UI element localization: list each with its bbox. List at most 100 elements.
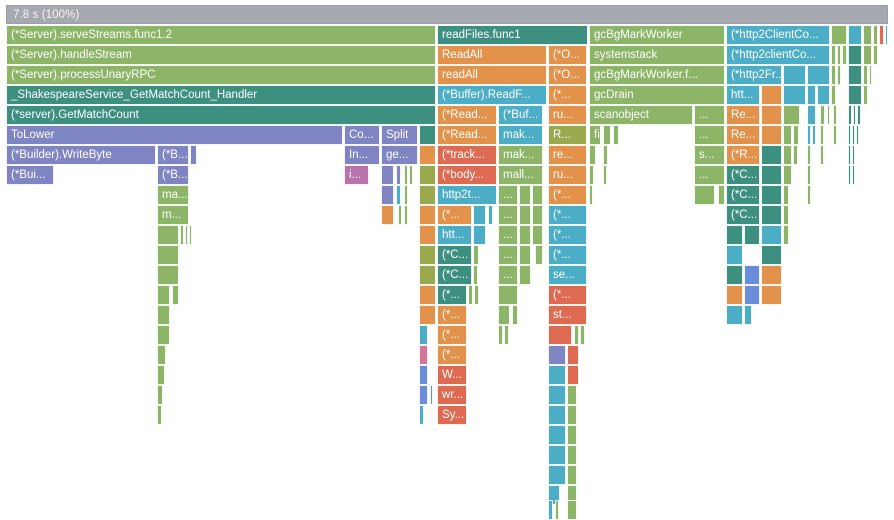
- flame-frame[interactable]: m...: [157, 205, 189, 225]
- flame-frame[interactable]: ...: [498, 205, 518, 225]
- flame-frame-unlabeled[interactable]: [419, 325, 428, 345]
- flame-frame[interactable]: ToLower: [6, 125, 343, 145]
- flame-frame-unlabeled[interactable]: [603, 165, 607, 185]
- flame-frame-unlabeled[interactable]: [783, 165, 792, 185]
- flame-frame-unlabeled[interactable]: [532, 185, 543, 205]
- flame-frame-unlabeled[interactable]: [694, 185, 715, 205]
- flame-frame-unlabeled[interactable]: [761, 285, 782, 305]
- flame-frame-unlabeled[interactable]: [885, 25, 888, 45]
- flame-frame-unlabeled[interactable]: [381, 165, 394, 185]
- flame-frame-unlabeled[interactable]: [473, 205, 486, 225]
- flame-frame-unlabeled[interactable]: [761, 265, 782, 285]
- flame-frame[interactable]: ma...: [157, 185, 189, 205]
- flame-frame-unlabeled[interactable]: [548, 465, 566, 485]
- flame-frame-unlabeled[interactable]: [396, 165, 401, 185]
- flame-frame[interactable]: (*...: [437, 325, 467, 345]
- flame-frame-unlabeled[interactable]: [879, 25, 884, 45]
- flamegraph-header-bar[interactable]: 7.8 s (100%): [6, 5, 888, 24]
- flame-frame[interactable]: (*C...: [437, 265, 472, 285]
- flame-frame[interactable]: s...: [694, 145, 725, 165]
- flame-frame[interactable]: st...: [548, 305, 587, 325]
- flame-frame[interactable]: (*...: [437, 305, 467, 325]
- flame-frame-unlabeled[interactable]: [548, 405, 566, 425]
- flame-frame-unlabeled[interactable]: [613, 125, 619, 145]
- flame-frame-unlabeled[interactable]: [396, 185, 401, 205]
- flame-frame[interactable]: (*R...: [726, 145, 760, 165]
- flame-frame-unlabeled[interactable]: [783, 125, 792, 145]
- flame-frame[interactable]: mall...: [498, 165, 543, 185]
- flame-frame-unlabeled[interactable]: [744, 225, 760, 245]
- flame-frame-unlabeled[interactable]: [419, 205, 436, 225]
- flame-frame-unlabeled[interactable]: [744, 265, 760, 285]
- flame-frame-unlabeled[interactable]: [419, 185, 436, 205]
- flame-frame[interactable]: ru...: [548, 165, 587, 185]
- flame-frame-unlabeled[interactable]: [603, 125, 611, 145]
- flame-frame-unlabeled[interactable]: [863, 85, 868, 105]
- flame-frame-unlabeled[interactable]: [793, 125, 799, 145]
- flame-frame-unlabeled[interactable]: [381, 185, 394, 205]
- flame-frame[interactable]: re...: [548, 145, 587, 165]
- flame-frame[interactable]: (*Server).handleStream: [6, 45, 436, 65]
- flame-frame-unlabeled[interactable]: [567, 345, 579, 365]
- flame-frame[interactable]: ...: [694, 105, 725, 125]
- flame-frame-unlabeled[interactable]: [848, 105, 852, 125]
- flame-frame-unlabeled[interactable]: [567, 500, 577, 520]
- flame-frame-unlabeled[interactable]: [761, 245, 782, 265]
- flame-frame-unlabeled[interactable]: [419, 125, 436, 145]
- flame-frame-unlabeled[interactable]: [744, 285, 760, 305]
- flame-frame-unlabeled[interactable]: [580, 325, 585, 345]
- flame-frame-unlabeled[interactable]: [157, 245, 179, 265]
- flame-frame-unlabeled[interactable]: [761, 85, 782, 105]
- flame-frame-unlabeled[interactable]: [419, 265, 436, 285]
- flame-frame-unlabeled[interactable]: [831, 45, 836, 65]
- flame-frame[interactable]: (*B...: [157, 145, 189, 165]
- flame-frame-unlabeled[interactable]: [419, 285, 436, 305]
- flame-frame-unlabeled[interactable]: [807, 85, 816, 105]
- flame-frame-unlabeled[interactable]: [157, 385, 163, 405]
- flame-frame[interactable]: (*Builder).WriteByte: [6, 145, 156, 165]
- flame-frame-unlabeled[interactable]: [474, 285, 479, 305]
- flame-frame[interactable]: mak...: [498, 125, 543, 145]
- flame-frame-unlabeled[interactable]: [761, 185, 782, 205]
- flame-frame[interactable]: (*Buffer).ReadF...: [437, 85, 547, 105]
- flame-frame-unlabeled[interactable]: [548, 500, 553, 520]
- flame-frame[interactable]: Co...: [344, 125, 380, 145]
- flame-frame[interactable]: ReadAll: [437, 45, 547, 65]
- flame-frame-unlabeled[interactable]: [419, 345, 428, 365]
- flame-frame-unlabeled[interactable]: [398, 205, 402, 225]
- flame-frame-unlabeled[interactable]: [157, 365, 165, 385]
- flame-frame[interactable]: (*body...: [437, 165, 497, 185]
- flame-frame-unlabeled[interactable]: [783, 185, 789, 205]
- flame-frame[interactable]: (*C...: [726, 165, 760, 185]
- flame-frame[interactable]: In...: [344, 145, 380, 165]
- flame-frame-unlabeled[interactable]: [807, 145, 811, 165]
- flame-frame[interactable]: (*...: [437, 285, 467, 305]
- flame-frame-unlabeled[interactable]: [783, 105, 800, 125]
- flame-frame-unlabeled[interactable]: [404, 185, 408, 205]
- flame-frame-unlabeled[interactable]: [548, 325, 572, 345]
- flame-frame-unlabeled[interactable]: [718, 185, 725, 205]
- flame-frame-unlabeled[interactable]: [567, 405, 577, 425]
- flame-frame[interactable]: _ShakespeareService_GetMatchCount_Handle…: [6, 85, 436, 105]
- flame-frame-unlabeled[interactable]: [535, 245, 543, 265]
- flame-frame-unlabeled[interactable]: [852, 165, 855, 185]
- flame-frame[interactable]: (*server).GetMatchCount: [6, 105, 436, 125]
- flame-frame-unlabeled[interactable]: [548, 385, 566, 405]
- flame-frame-unlabeled[interactable]: [807, 105, 816, 125]
- flame-frame[interactable]: scanobject: [589, 105, 693, 125]
- flame-frame[interactable]: (*C...: [726, 205, 760, 225]
- flame-frame[interactable]: gcDrain: [589, 85, 725, 105]
- flame-frame[interactable]: Sy...: [437, 405, 467, 425]
- flame-frame-unlabeled[interactable]: [807, 165, 811, 185]
- flame-frame[interactable]: (*...: [548, 205, 587, 225]
- flame-frame-unlabeled[interactable]: [761, 165, 782, 185]
- flame-frame[interactable]: htt...: [726, 85, 760, 105]
- flame-frame-unlabeled[interactable]: [831, 25, 847, 45]
- flame-frame-unlabeled[interactable]: [157, 285, 170, 305]
- flame-frame-unlabeled[interactable]: [726, 245, 743, 265]
- flame-frame-unlabeled[interactable]: [468, 285, 473, 305]
- flame-frame-unlabeled[interactable]: [817, 85, 830, 105]
- flame-frame[interactable]: gcBgMarkWorker: [589, 25, 725, 45]
- flame-frame-unlabeled[interactable]: [157, 265, 179, 285]
- flame-frame[interactable]: readFiles.func1: [437, 25, 588, 45]
